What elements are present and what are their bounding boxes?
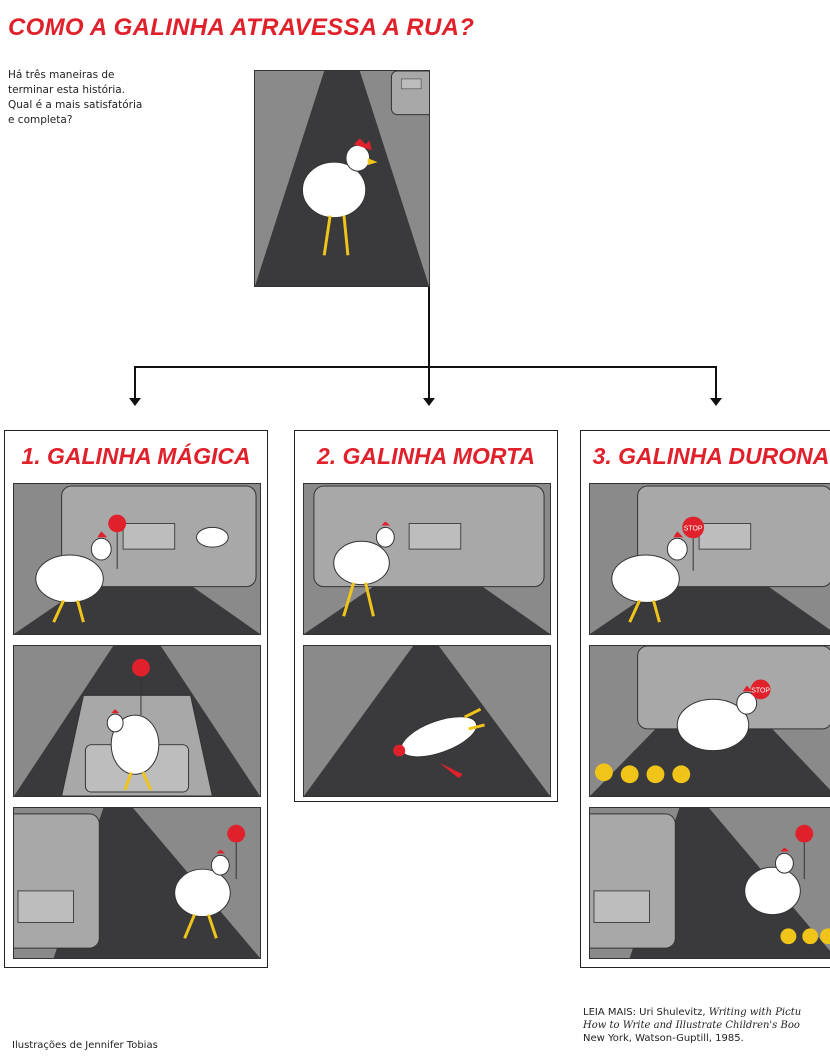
intro-line: e completa? bbox=[8, 113, 178, 128]
connector-drop-3 bbox=[715, 366, 717, 400]
book-title-part: Writing with Pictu bbox=[709, 1007, 801, 1018]
connector-vertical bbox=[428, 287, 430, 367]
connector-horizontal bbox=[134, 366, 716, 368]
illustration-credit: Ilustrações de Jennifer Tobias bbox=[12, 1040, 158, 1051]
comic-panel bbox=[589, 807, 830, 959]
comic-panel bbox=[13, 645, 261, 797]
comic-panel: STOP bbox=[589, 483, 830, 635]
comic-panel bbox=[303, 483, 551, 635]
comic-panel: STOP bbox=[589, 645, 830, 797]
read-more: LEIA MAIS: Uri Shulevitz, Writing with P… bbox=[583, 1006, 801, 1045]
arrow-down-icon bbox=[423, 398, 435, 406]
ending-card-dead: 2. GALINHA MORTA bbox=[294, 430, 558, 802]
comic-panel bbox=[13, 483, 261, 635]
stop-sign-label: STOP bbox=[684, 525, 703, 532]
publisher: New York, Watson-Guptill, 1985. bbox=[583, 1032, 801, 1045]
connector-drop-1 bbox=[134, 366, 136, 400]
book-title-part: How to Write and Illustrate Children's B… bbox=[583, 1020, 800, 1031]
ending-card-magic: 1. GALINHA MÁGICA bbox=[4, 430, 268, 968]
ending-heading: 3. GALINHA DURONA bbox=[581, 443, 830, 470]
arrow-down-icon bbox=[129, 398, 141, 406]
read-more-line: LEIA MAIS: Uri Shulevitz, Writing with P… bbox=[583, 1006, 801, 1019]
ending-heading: 2. GALINHA MORTA bbox=[295, 443, 557, 470]
ending-card-tough: 3. GALINHA DURONA STOP STOP bbox=[580, 430, 830, 968]
arrow-down-icon bbox=[710, 398, 722, 406]
comic-panel bbox=[303, 645, 551, 797]
page-title: COMO A GALINHA ATRAVESSA A RUA? bbox=[8, 14, 474, 42]
intro-line: Há três maneiras de bbox=[8, 68, 178, 83]
intro-illustration bbox=[254, 70, 430, 287]
read-more-line: How to Write and Illustrate Children's B… bbox=[583, 1019, 801, 1032]
intro-line: Qual é a mais satisfatória bbox=[8, 98, 178, 113]
intro-line: terminar esta história. bbox=[8, 83, 178, 98]
read-more-label: LEIA MAIS: Uri Shulevitz, bbox=[583, 1007, 706, 1018]
ending-heading: 1. GALINHA MÁGICA bbox=[5, 443, 267, 470]
intro-text: Há três maneiras de terminar esta histór… bbox=[8, 68, 178, 128]
comic-panel bbox=[13, 807, 261, 959]
stop-sign-label: STOP bbox=[751, 687, 770, 694]
connector-drop-2 bbox=[428, 366, 430, 400]
